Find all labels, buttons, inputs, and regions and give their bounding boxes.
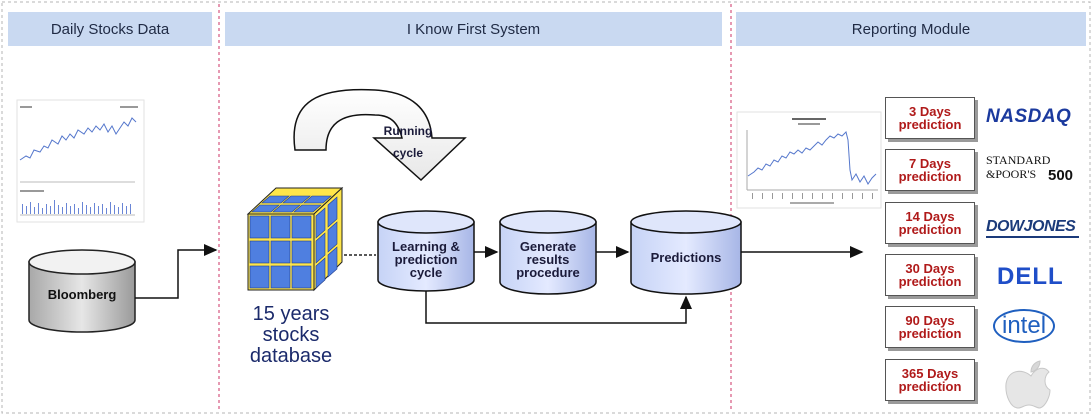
prediction-days: 7 Days bbox=[909, 156, 951, 171]
prediction-word: prediction bbox=[898, 222, 962, 237]
stock-chart-thumbnail bbox=[16, 99, 145, 223]
bloomberg-label: Bloomberg bbox=[47, 286, 117, 302]
generate-line3: procedure bbox=[516, 264, 580, 280]
sp500-line1: STANDARD bbox=[986, 153, 1051, 167]
intel-logo: intel bbox=[993, 309, 1056, 343]
prediction-box-365-days: 365 Days prediction bbox=[885, 359, 975, 401]
learning-line3: cycle bbox=[409, 264, 443, 280]
header-daily-stocks-data: Daily Stocks Data bbox=[8, 12, 212, 46]
header-iknowfirst-system: I Know First System bbox=[225, 12, 722, 46]
prediction-word: prediction bbox=[898, 379, 962, 394]
sp500-number: 500 bbox=[1048, 167, 1074, 184]
learning-line2: prediction bbox=[394, 251, 458, 267]
prediction-box-14-days: 14 Days prediction bbox=[885, 202, 975, 244]
prediction-word: prediction bbox=[898, 274, 962, 289]
learning-cylinder bbox=[377, 210, 475, 292]
dowjones-logo: DOWJONES bbox=[986, 218, 1080, 238]
prediction-word: prediction bbox=[898, 117, 962, 132]
predictions-cylinder bbox=[630, 210, 742, 295]
generate-results-cylinder bbox=[499, 210, 597, 295]
prediction-days: 30 Days bbox=[905, 261, 955, 276]
running-cycle-line2: cycle bbox=[392, 146, 424, 160]
database-caption: 15 years stocks database bbox=[236, 304, 346, 367]
running-cycle-label: Running cycle bbox=[378, 120, 438, 164]
prediction-word: prediction bbox=[898, 169, 962, 184]
bloomberg-cylinder bbox=[28, 249, 136, 333]
database-caption-line2: stocks bbox=[262, 324, 320, 346]
running-cycle-arrow bbox=[293, 88, 467, 182]
database-caption-line1: 15 years bbox=[252, 303, 330, 325]
header-reporting-module: Reporting Module bbox=[736, 12, 1086, 46]
data-cube-icon bbox=[246, 186, 344, 292]
sp500-line2: &POOR'S bbox=[986, 167, 1037, 181]
generate-cylinder-label: Generate results procedure bbox=[500, 234, 596, 284]
prediction-box-30-days: 30 Days prediction bbox=[885, 254, 975, 296]
running-cycle-line1: Running bbox=[383, 124, 433, 138]
nasdaq-logo: NASDAQ bbox=[986, 106, 1072, 127]
prediction-box-3-days: 3 Days prediction bbox=[885, 97, 975, 139]
learning-cylinder-label: Learning & prediction cycle bbox=[378, 234, 474, 284]
predictions-cylinder-label: Predictions bbox=[650, 249, 722, 265]
generate-line1: Generate bbox=[519, 238, 577, 254]
prediction-days: 14 Days bbox=[905, 209, 955, 224]
prediction-days: 3 Days bbox=[909, 104, 951, 119]
market-crash-chart-thumbnail bbox=[736, 111, 882, 209]
dell-logo: DELL bbox=[997, 263, 1064, 290]
generate-line2: results bbox=[526, 251, 570, 267]
prediction-days: 365 Days bbox=[901, 366, 959, 381]
apple-logo bbox=[1005, 360, 1051, 409]
database-caption-line3: database bbox=[249, 345, 333, 367]
prediction-box-90-days: 90 Days prediction bbox=[885, 306, 975, 348]
feedback-loop-arrow bbox=[425, 291, 692, 324]
prediction-days: 90 Days bbox=[905, 313, 955, 328]
bloomberg-to-database-arrow bbox=[135, 244, 218, 299]
sp500-logo: STANDARD &POOR'S 500 bbox=[986, 153, 1082, 184]
prediction-box-7-days: 7 Days prediction bbox=[885, 149, 975, 191]
learning-line1: Learning & bbox=[392, 238, 460, 254]
sp500-line2-wrap: &POOR'S 500 bbox=[986, 167, 1082, 184]
prediction-word: prediction bbox=[898, 326, 962, 341]
